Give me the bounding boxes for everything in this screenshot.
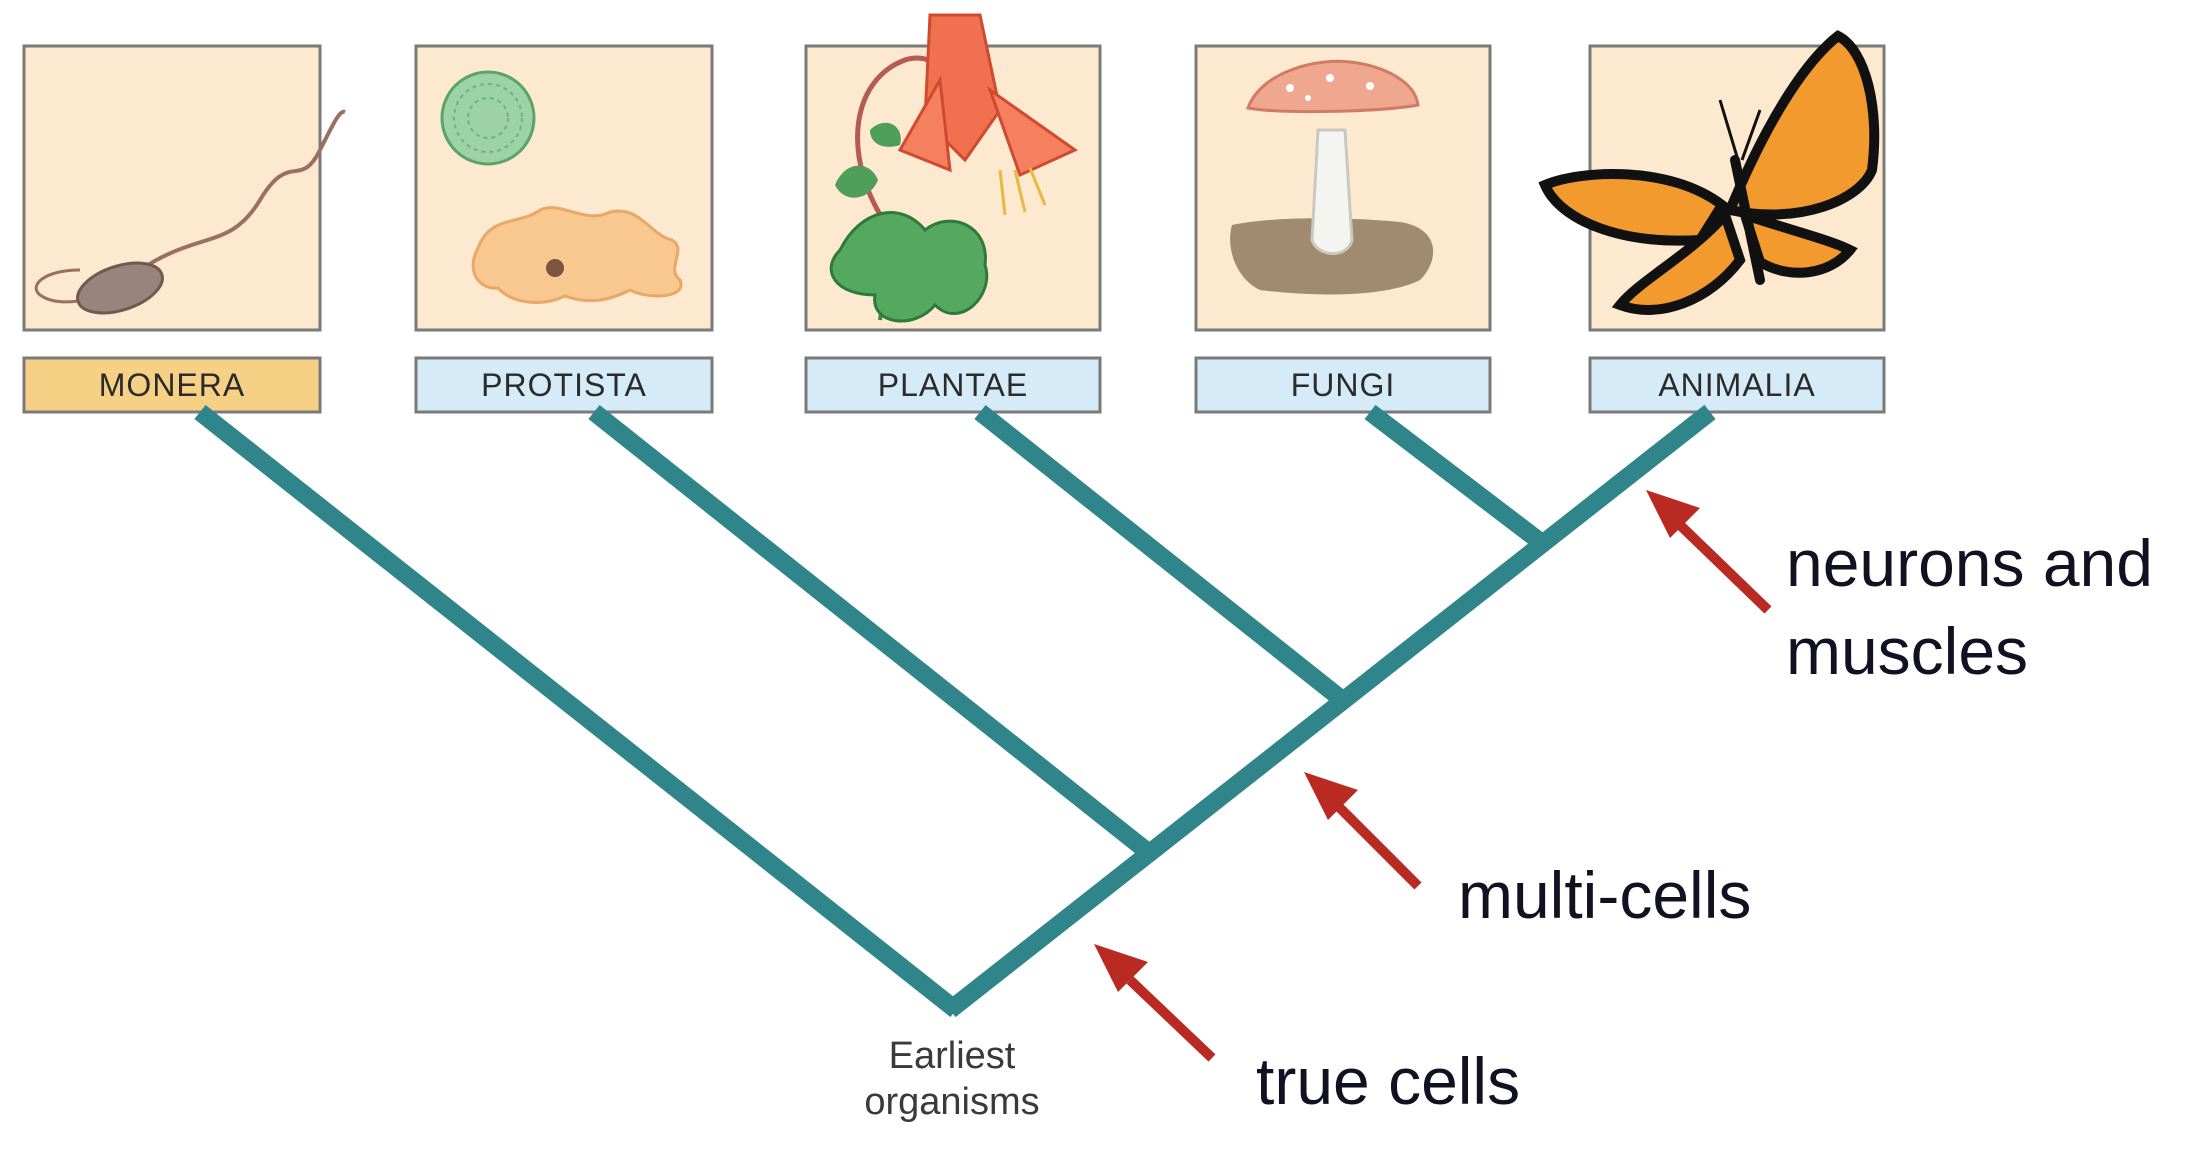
- branch-protista: [588, 404, 1154, 860]
- fungi-label: FUNGI: [1291, 367, 1396, 403]
- plantae-label: PLANTAE: [878, 367, 1028, 403]
- arrowhead-true-cells: [1094, 944, 1148, 992]
- arrowhead-multi-cells: [1304, 772, 1358, 820]
- annotation-true-cells-text: true cells: [1256, 1044, 1520, 1118]
- protista-label: PROTISTA: [481, 367, 647, 403]
- annotation-neurons-and-muscles-line1: neurons and: [1786, 526, 2153, 600]
- arrow-true-cells: [1126, 976, 1216, 1062]
- bacterium-icon: [34, 109, 346, 315]
- monera-picture-panel: [22, 44, 322, 332]
- monera-label: MONERA: [99, 367, 245, 403]
- plant-flower-icon: [829, 13, 1079, 323]
- plantae-label-box: [804, 356, 1102, 414]
- butterfly-icon: [1538, 30, 1880, 315]
- mushroom-icon: [1230, 59, 1434, 295]
- protist-icon: [440, 70, 683, 304]
- arrowhead-neurons-and-muscles: [1646, 490, 1700, 538]
- kingdom-monera: MONERA: [22, 44, 346, 414]
- kingdom-fungi: FUNGI: [1194, 44, 1492, 414]
- fungi-label-box: [1194, 356, 1492, 414]
- tree-branches: [194, 404, 1716, 1018]
- annotation-neurons-and-muscles: neurons and muscles: [1646, 490, 2153, 688]
- branch-plantae: [974, 404, 1346, 706]
- animalia-label-box: [1588, 356, 1886, 414]
- arrow-neurons-and-muscles: [1676, 521, 1772, 614]
- annotation-multi-cells: multi-cells: [1304, 772, 1751, 932]
- annotation-true-cells: true cells: [1094, 944, 1520, 1118]
- kingdom-plantae: PLANTAE: [804, 13, 1102, 414]
- arrow-multi-cells: [1334, 802, 1422, 890]
- monera-label-box: [22, 356, 322, 414]
- root-label-line1: Earliest: [889, 1035, 1016, 1077]
- root-label-line2: organisms: [864, 1081, 1039, 1123]
- protista-label-box: [414, 356, 714, 414]
- animalia-label: ANIMALIA: [1658, 367, 1815, 403]
- branch-monera: [194, 404, 962, 1018]
- branch-fungi: [1364, 404, 1544, 548]
- kingdom-animalia: ANIMALIA: [1538, 30, 1886, 414]
- branch-main-trunk: [944, 404, 1716, 1018]
- annotation-multi-cells-text: multi-cells: [1458, 858, 1751, 932]
- annotation-neurons-and-muscles-line2: muscles: [1786, 614, 2028, 688]
- kingdom-protista: PROTISTA: [414, 44, 714, 414]
